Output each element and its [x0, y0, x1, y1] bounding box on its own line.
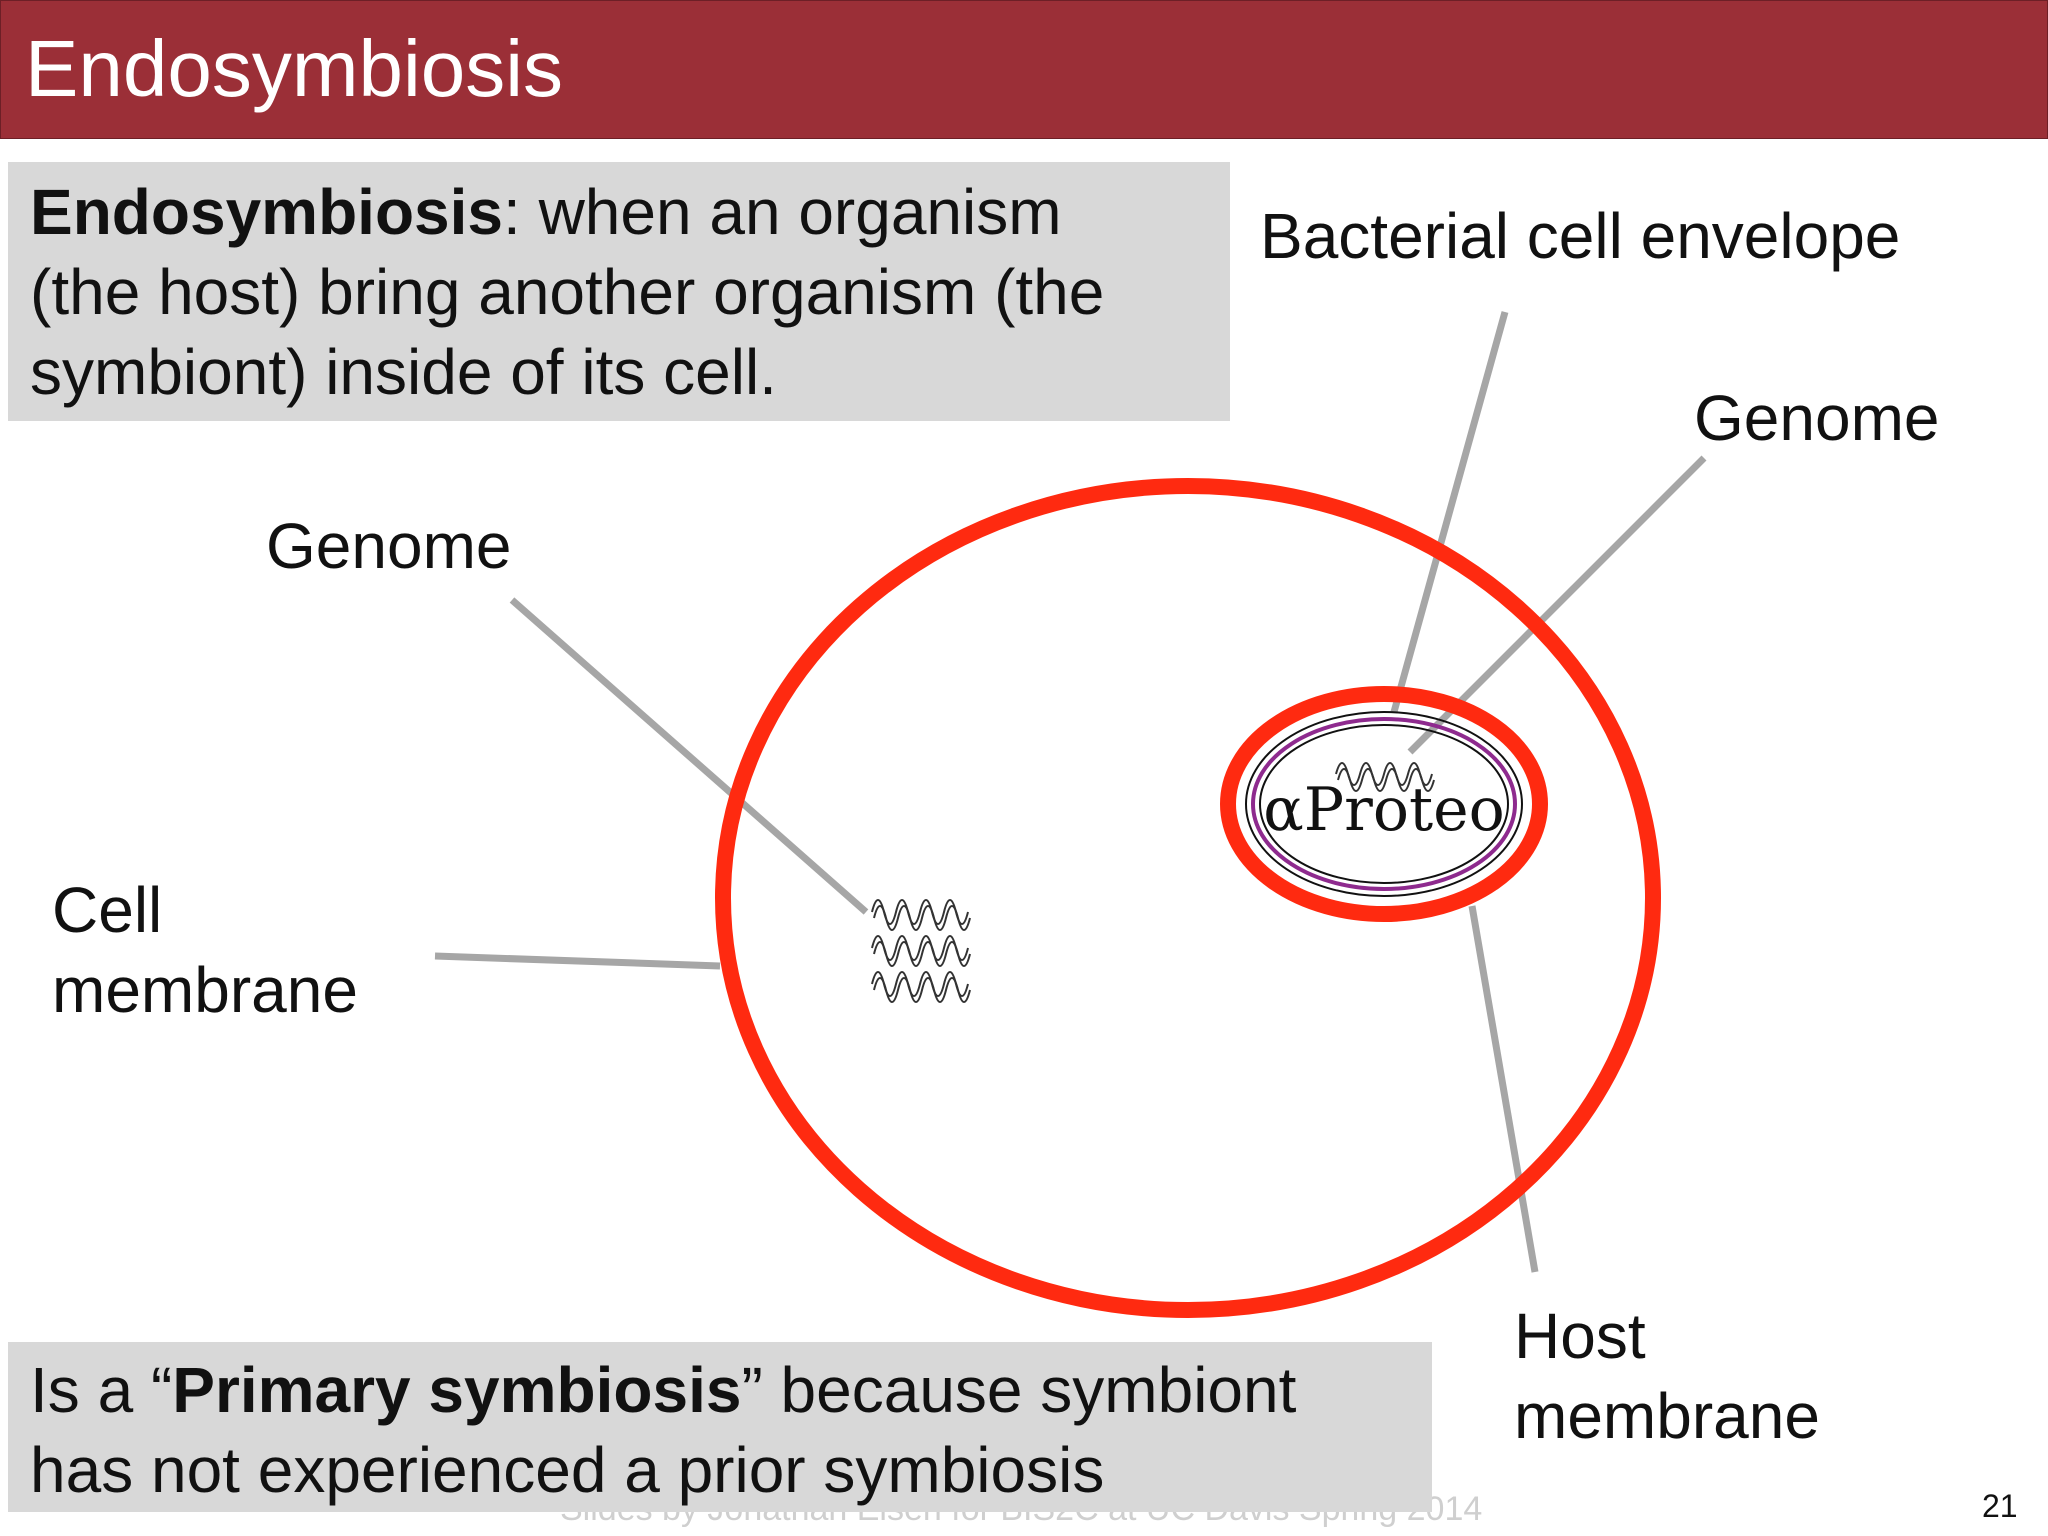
- host-cell-membrane: [715, 478, 1661, 1318]
- label-genome-symbiont: Genome: [1694, 382, 1940, 454]
- definition-line-3: symbiont) inside of its cell.: [30, 336, 777, 408]
- primary-symbiosis-text: Is a “Primary symbiosis” because symbion…: [30, 1350, 1430, 1510]
- label-host-membrane: Host membrane: [1514, 1296, 1820, 1456]
- label-host-membrane-line-2: membrane: [1514, 1380, 1820, 1452]
- page-number: 21: [1982, 1488, 2018, 1524]
- label-cell-membrane-line-2: membrane: [52, 954, 358, 1026]
- definition-box: Endosymbiosis: when an organism (the hos…: [8, 162, 1230, 421]
- leader-line-bacterial-envelope: [1390, 311, 1509, 713]
- symbiont-name: αProteo: [1263, 775, 1504, 845]
- symbiont-outer-envelope: [1245, 711, 1523, 897]
- label-cell-membrane: Cell membrane: [52, 870, 358, 1030]
- note-post: ” because symbiont: [741, 1354, 1297, 1426]
- symbiont-genome-icon: [1335, 762, 1435, 792]
- note-line-2: has not experienced a prior symbiosis: [30, 1434, 1105, 1506]
- title-bar: Endosymbiosis: [0, 0, 2048, 139]
- symbiont-host-membrane: [1220, 686, 1548, 922]
- label-host-membrane-line-1: Host: [1514, 1300, 1646, 1372]
- symbiont-inner-envelope: [1259, 724, 1509, 884]
- leader-line-genome-left: [509, 597, 869, 915]
- leader-line-cell-membrane: [434, 952, 721, 970]
- note-bold-term: Primary symbiosis: [172, 1354, 742, 1426]
- note-pre: Is a “: [30, 1354, 173, 1426]
- primary-symbiosis-box: Is a “Primary symbiosis” because symbion…: [8, 1342, 1432, 1512]
- definition-term: Endosymbiosis: [30, 176, 503, 248]
- definition-text: Endosymbiosis: when an organism (the hos…: [30, 172, 1220, 412]
- label-cell-membrane-line-1: Cell: [52, 874, 163, 946]
- slide-title: Endosymbiosis: [25, 24, 564, 113]
- symbiont-envelope: [1251, 717, 1517, 891]
- label-genome-host: Genome: [266, 510, 512, 582]
- leader-line-host-membrane: [1468, 905, 1539, 1273]
- definition-line-2: (the host) bring another organism (the: [30, 256, 1105, 328]
- label-bacterial-cell-envelope: Bacterial cell envelope: [1260, 200, 1901, 272]
- definition-colon-text: : when an organism: [503, 176, 1062, 248]
- host-genome-icon: [871, 899, 971, 1003]
